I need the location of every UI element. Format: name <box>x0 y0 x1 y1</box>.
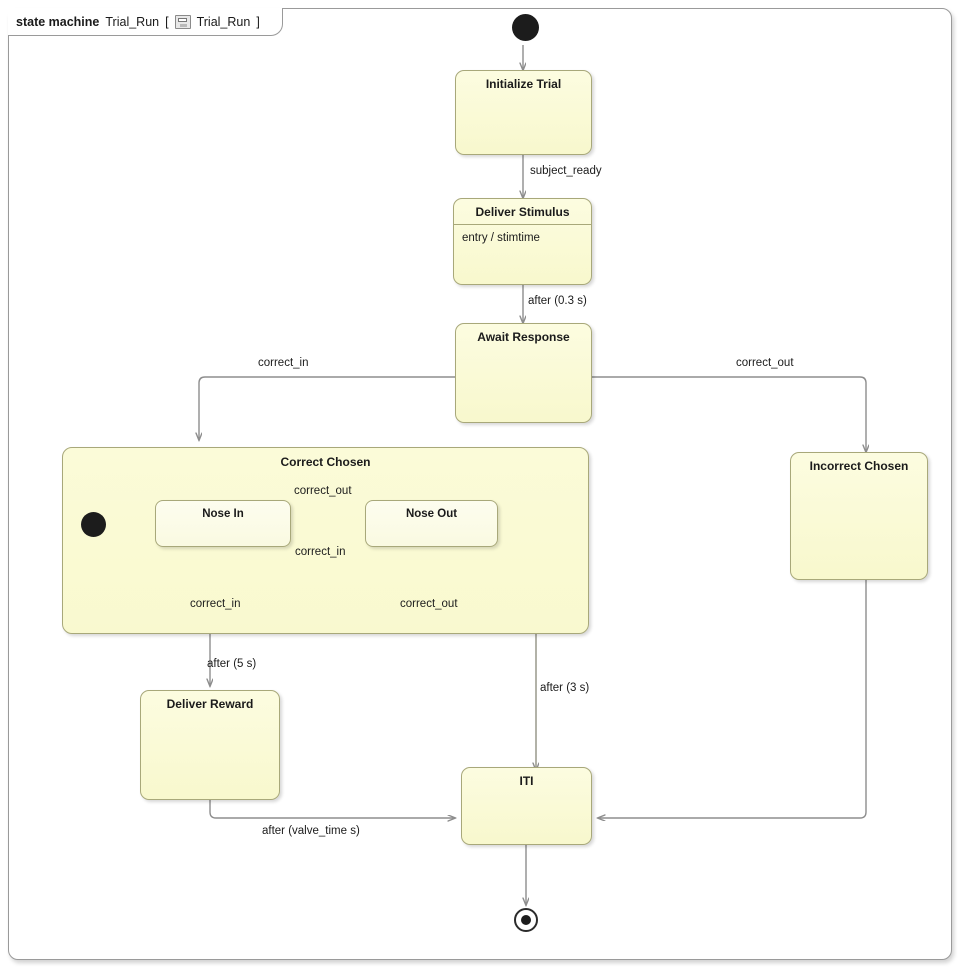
transition-label-after-valve-time: after (valve_time s) <box>262 825 360 837</box>
transition-label-correct-out-inner: correct_out <box>294 485 352 497</box>
state-nose-in[interactable]: Nose In <box>155 500 291 547</box>
transition-label-after-03s: after (0.3 s) <box>528 295 587 307</box>
state-incorrect-chosen[interactable]: Incorrect Chosen <box>790 452 928 580</box>
frame-inner-name: Trial_Run <box>196 14 251 29</box>
frame-keyword: state machine <box>16 14 100 29</box>
frame-name: Trial_Run <box>105 14 160 29</box>
frame-bracket-open: [ <box>165 14 169 29</box>
state-title: Initialize Trial <box>485 77 562 91</box>
state-iti[interactable]: ITI <box>461 767 592 845</box>
state-title: ITI <box>519 774 534 788</box>
state-entry-action: entry / stimtime <box>462 232 540 244</box>
frame-bracket-close: ] <box>256 14 260 29</box>
state-nose-out[interactable]: Nose Out <box>365 500 498 547</box>
transition-label-after-5s: after (5 s) <box>207 658 257 670</box>
state-initialize-trial[interactable]: Initialize Trial <box>455 70 592 155</box>
state-title: Correct Chosen <box>280 455 371 469</box>
state-title: Await Response <box>477 330 570 344</box>
state-machine-icon <box>174 14 191 29</box>
transition-label-after-3s: after (3 s) <box>540 682 590 694</box>
transition-label-correct-in-outer: correct_in <box>258 357 309 369</box>
transition-label-correct-out-selfloop: correct_out <box>400 598 458 610</box>
transition-label-correct-out-outer: correct_out <box>736 357 794 369</box>
state-await-response[interactable]: Await Response <box>455 323 592 423</box>
state-deliver-stimulus[interactable]: Deliver Stimulus entry / stimtime <box>453 198 592 285</box>
state-title: Deliver Stimulus <box>454 199 591 225</box>
final-node <box>514 908 538 932</box>
state-correct-chosen[interactable]: Correct Chosen <box>62 447 589 634</box>
state-deliver-reward[interactable]: Deliver Reward <box>140 690 280 800</box>
state-title: Deliver Reward <box>166 697 254 711</box>
state-title: Nose Out <box>405 508 458 520</box>
state-title: Nose In <box>202 508 244 520</box>
transition-label-correct-in-inner: correct_in <box>295 546 346 558</box>
frame-header-tab[interactable]: state machine Trial_Run [ Trial_Run ] <box>8 8 283 36</box>
state-title: Incorrect Chosen <box>809 459 909 473</box>
initial-node <box>512 14 539 41</box>
transition-label-correct-in-selfloop: correct_in <box>190 598 241 610</box>
transition-label-subject-ready: subject_ready <box>530 165 602 177</box>
composite-initial-node <box>81 512 106 537</box>
